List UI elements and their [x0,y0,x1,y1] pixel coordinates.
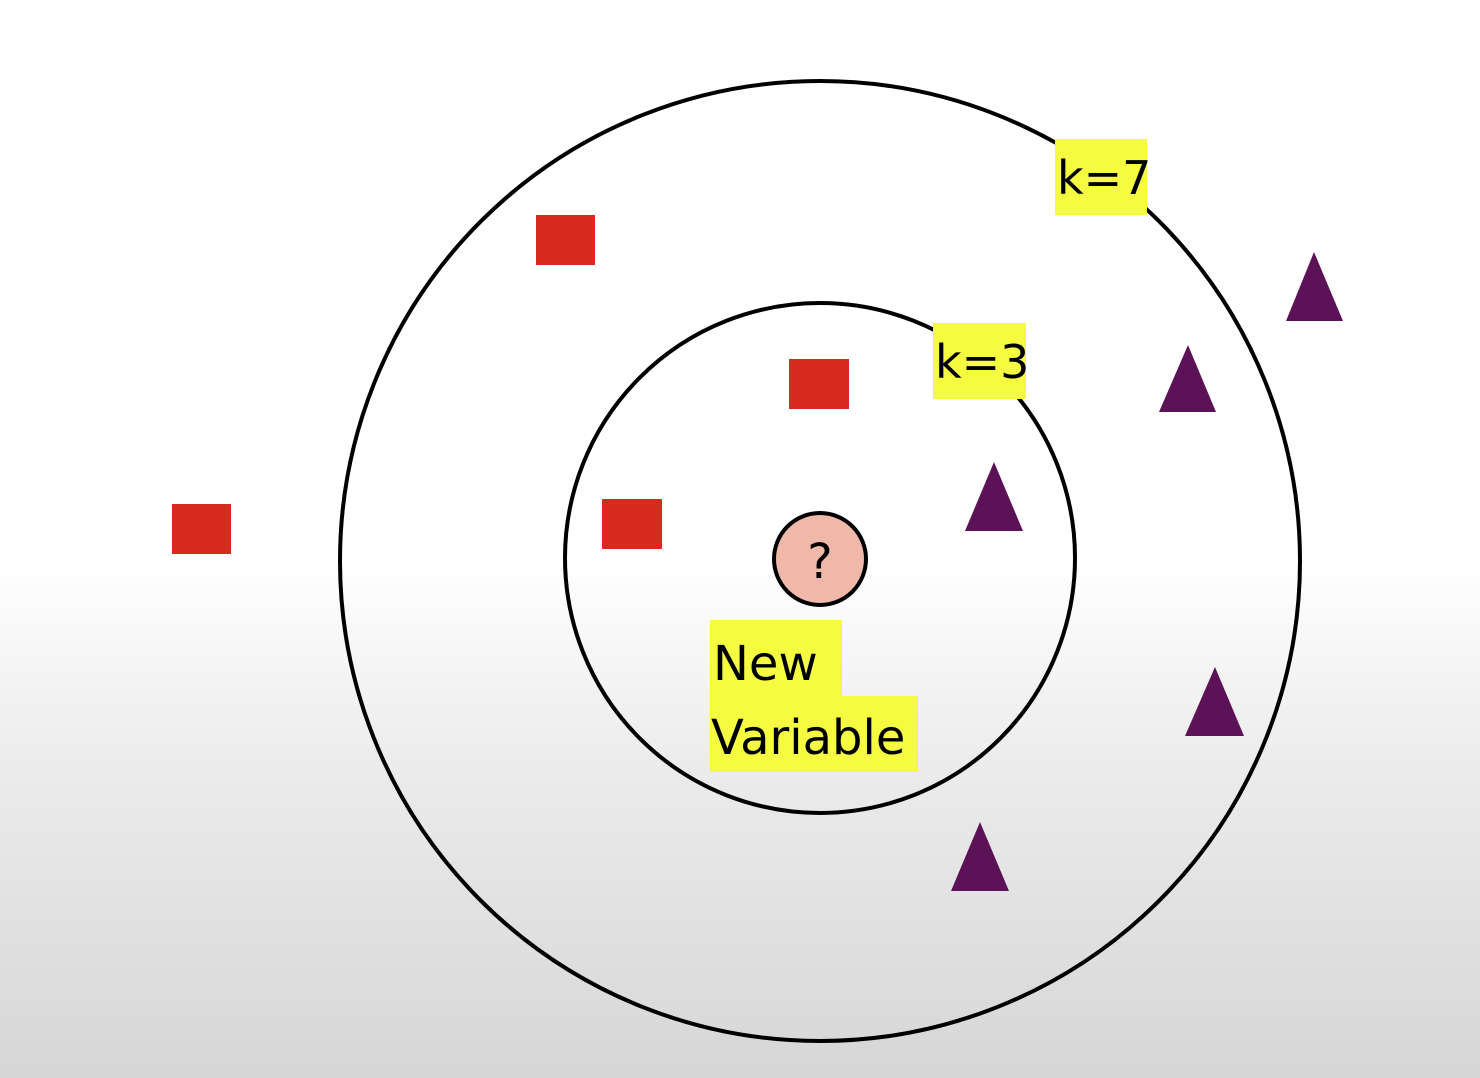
class-a-square [789,359,849,409]
k3-label-highlight [933,323,1026,399]
k7-label-highlight [1055,139,1147,215]
new-variable-highlight-line1 [710,620,842,696]
outer-neighborhood-circle [338,79,1302,1043]
query-point [772,511,868,607]
class-b-triangle [951,822,1009,891]
new-variable-highlight-line2 [710,696,918,772]
k7-label: k=7 [1057,151,1151,205]
query-point-symbol: ? [807,534,832,590]
class-b-triangle [1286,252,1343,321]
new-variable-label-line2: Variable [711,710,905,766]
class-b-triangle [965,462,1023,531]
new-variable-label-line1: New [713,636,818,692]
class-a-square [172,504,231,554]
inner-neighborhood-circle [563,301,1077,815]
class-a-square [536,215,595,265]
class-b-triangle [1159,345,1216,412]
class-a-square [602,499,662,549]
class-b-triangle [1185,667,1244,736]
k3-label: k=3 [935,335,1029,389]
